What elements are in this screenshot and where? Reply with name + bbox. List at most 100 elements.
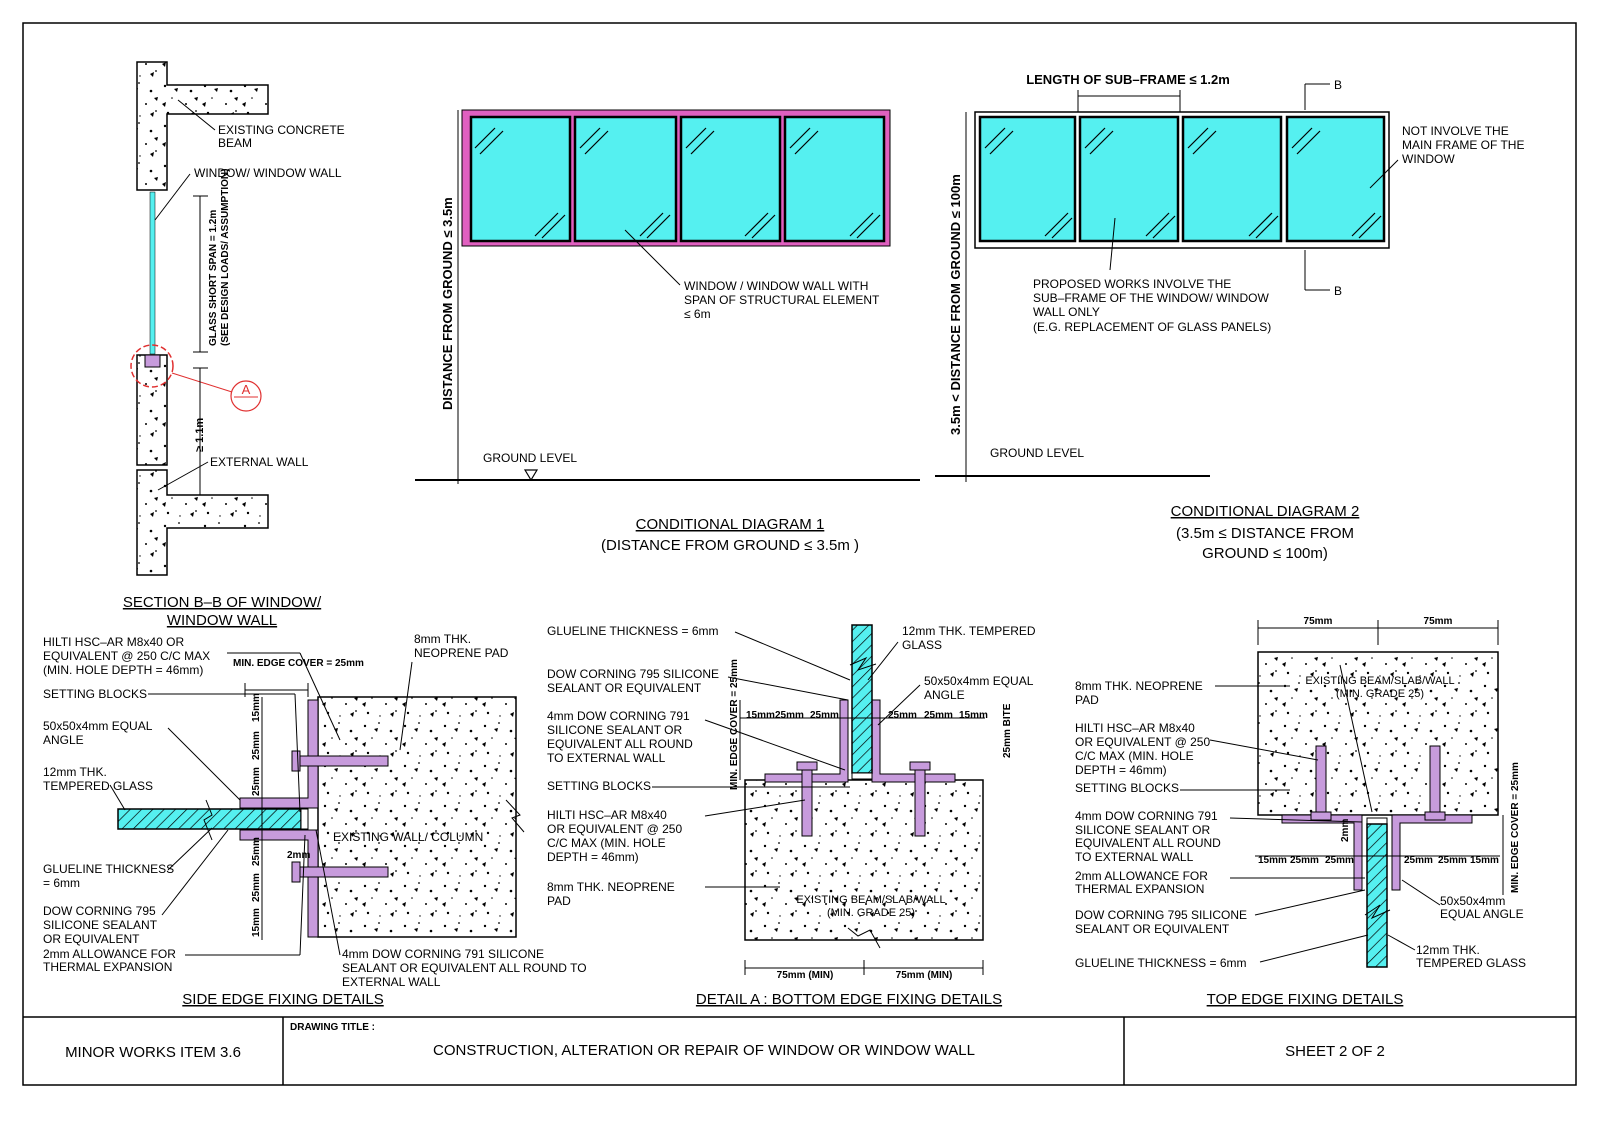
- bottom-dim-min-2: 75mm (MIN): [896, 970, 953, 981]
- side-glueline-label: GLUELINE THICKNESS: [43, 862, 174, 876]
- d2-section-mark-bottom: B: [1334, 284, 1342, 298]
- d2-proposed-label-3: WALL ONLY: [1033, 305, 1100, 319]
- bottom-neoprene-label-2: PAD: [547, 894, 571, 908]
- bottom-dow791-label-2: SILICONE SEALANT OR: [547, 723, 682, 737]
- bottom-angle-label-2: ANGLE: [924, 688, 965, 702]
- height-label: ≥ 1.1m: [194, 418, 206, 452]
- top-hilti-label-2: OR EQUIVALENT @ 250: [1075, 735, 1210, 749]
- top-beam-label: EXISTING BEAM/SLAB/WALL: [1305, 675, 1454, 687]
- side-glueline-label-2: = 6mm: [43, 876, 80, 890]
- side-allowance-label-2: THERMAL EXPANSION: [43, 960, 172, 974]
- top-dow795-label-2: SEALANT OR EQUIVALENT: [1075, 922, 1230, 936]
- top-glass-label: 12mm THK.: [1416, 943, 1480, 957]
- bottom-dow791-label-3: EQUIVALENT ALL ROUND: [547, 737, 693, 751]
- d2-proposed-label: PROPOSED WORKS INVOLVE THE: [1033, 277, 1231, 291]
- side-wall-label: EXISTING WALL/ COLUMN: [333, 830, 483, 844]
- side-setting-label: SETTING BLOCKS: [43, 687, 147, 701]
- d1-ground-label: GROUND LEVEL: [483, 451, 577, 465]
- bottom-edge-detail: GLUELINE THICKNESS = 6mm DOW CORNING 795…: [547, 624, 1036, 1008]
- top-edge-cover-label: MIN. EDGE COVER = 25mm: [1510, 762, 1521, 893]
- bottom-dim-left-3: 25mm: [810, 710, 839, 721]
- drawing-title: CONSTRUCTION, ALTERATION OR REPAIR OF WI…: [433, 1042, 975, 1059]
- bottom-glass-label: 12mm THK. TEMPERED: [902, 624, 1036, 638]
- bottom-dim-left-2: 25mm: [775, 710, 804, 721]
- bottom-hilti-label-4: DEPTH = 46mm): [547, 850, 639, 864]
- d2-subtitle: (3.5m ≤ DISTANCE FROM: [1176, 525, 1354, 542]
- side-dow791-label-2: SEALANT OR EQUIVALENT ALL ROUND TO: [342, 961, 587, 975]
- bottom-dow795-label-2: SEALANT OR EQUIVALENT: [547, 681, 702, 695]
- conditional-diagram-1: DISTANCE FROM GROUND ≤ 3.5m WINDOW / WIN…: [415, 109, 920, 554]
- top-dow791-label-2: SILICONE SEALANT OR: [1075, 823, 1210, 837]
- side-gap-label: 2mm: [287, 850, 310, 861]
- top-gap-label: 2mm: [1340, 819, 1351, 842]
- top-allowance-label-2: THERMAL EXPANSION: [1075, 882, 1204, 896]
- top-hilti-label-3: C/C MAX (MIN. HOLE: [1075, 749, 1194, 763]
- top-dow791-label: 4mm DOW CORNING 791: [1075, 809, 1218, 823]
- d2-proposed-label-2: SUB–FRAME OF THE WINDOW/ WINDOW: [1033, 291, 1269, 305]
- bottom-dim-min-1: 75mm (MIN): [777, 970, 834, 981]
- d2-main-frame-label-2: MAIN FRAME OF THE: [1402, 138, 1524, 152]
- side-edge-cover-label: MIN. EDGE COVER = 25mm: [233, 658, 364, 669]
- side-glass-label-2: TEMPERED GLASS: [43, 779, 153, 793]
- bottom-dow791-label: 4mm DOW CORNING 791: [547, 709, 690, 723]
- side-hilti-label: HILTI HSC–AR M8x40 OR: [43, 635, 184, 649]
- d2-subtitle-2: GROUND ≤ 100m): [1202, 545, 1328, 562]
- side-angle-label-2: ANGLE: [43, 733, 84, 747]
- d1-window-label-2: SPAN OF STRUCTURAL ELEMENT: [684, 293, 880, 307]
- bottom-dim-right-2: 25mm: [924, 710, 953, 721]
- side-dim-top-2: 25mm: [251, 731, 262, 760]
- sheet-border: [22, 22, 1577, 1086]
- detail-a-marker[interactable]: [130, 344, 174, 388]
- side-dim-bot-1: 25mm: [251, 837, 262, 866]
- side-hilti-label-2: EQUIVALENT @ 250 C/C MAX: [43, 649, 210, 663]
- top-beam-label-2: (MIN. GRADE 25): [1336, 688, 1424, 700]
- top-dim-left-1: 15mm: [1258, 855, 1287, 866]
- bottom-glass-label-2: GLASS: [902, 638, 942, 652]
- bottom-hilti-label-2: OR EQUIVALENT @ 250: [547, 822, 682, 836]
- d2-title: CONDITIONAL DIAGRAM 2: [1171, 503, 1360, 520]
- side-glass-label: 12mm THK.: [43, 765, 107, 779]
- d1-window-label-3: ≤ 6m: [684, 307, 711, 321]
- side-edge-detail: HILTI HSC–AR M8x40 OR EQUIVALENT @ 250 C…: [43, 632, 587, 1008]
- top-glass-label-2: TEMPERED GLASS: [1416, 956, 1526, 970]
- detail-a-callout[interactable]: [230, 380, 262, 412]
- top-dim-top-2: 75mm: [1424, 616, 1453, 627]
- top-dim-right-3: 15mm: [1470, 855, 1499, 866]
- side-neoprene-label: 8mm THK.: [414, 632, 471, 646]
- d2-main-frame-label: NOT INVOLVE THE: [1402, 124, 1509, 138]
- side-dow795-label-2: SILICONE SEALANT: [43, 918, 158, 932]
- bottom-dim-right-3: 15mm: [959, 710, 988, 721]
- title-block: MINOR WORKS ITEM 3.6 DRAWING TITLE : CON…: [23, 1016, 1576, 1085]
- span-label-2: (SEE DESIGN LOADS/ ASSUMPTION): [220, 169, 231, 346]
- d2-ground-label: GROUND LEVEL: [990, 446, 1084, 460]
- bottom-bite-label: 25mm BITE: [1002, 703, 1013, 758]
- top-dow791-label-4: TO EXTERNAL WALL: [1075, 850, 1194, 864]
- side-dow795-label: DOW CORNING 795: [43, 904, 156, 918]
- top-angle-label-2: EQUAL ANGLE: [1440, 907, 1524, 921]
- bottom-angle-label: 50x50x4mm EQUAL: [924, 674, 1034, 688]
- detail-a-callout-letter: A: [242, 382, 251, 397]
- sheet-label: SHEET 2 OF 2: [1285, 1043, 1385, 1060]
- side-dim-bot-2: 25mm: [251, 873, 262, 902]
- item-label: MINOR WORKS ITEM 3.6: [65, 1044, 241, 1061]
- top-angle-label: 50x50x4mm: [1440, 894, 1505, 908]
- conditional-diagram-2: LENGTH OF SUB–FRAME ≤ 1.2m B B NOT INVOL…: [935, 72, 1524, 562]
- top-neoprene-label-2: PAD: [1075, 693, 1099, 707]
- bottom-neoprene-label: 8mm THK. NEOPRENE: [547, 880, 675, 894]
- top-allowance-label: 2mm ALLOWANCE FOR: [1075, 869, 1208, 883]
- bottom-dim-left-1: 15mm: [746, 710, 775, 721]
- span-label: GLASS SHORT SPAN = 1.2m: [208, 210, 219, 346]
- bottom-hilti-label-3: C/C MAX (MIN. HOLE: [547, 836, 666, 850]
- top-dim-left-2: 25mm: [1290, 855, 1319, 866]
- bottom-beam-label-2: (MIN. GRADE 25): [827, 907, 915, 919]
- top-dim-right-2: 25mm: [1438, 855, 1467, 866]
- top-hilti-label: HILTI HSC–AR M8x40: [1075, 721, 1195, 735]
- d1-window-label: WINDOW / WINDOW WALL WITH: [684, 279, 868, 293]
- side-dow795-label-3: OR EQUIVALENT: [43, 932, 140, 946]
- side-angle-label: 50x50x4mm EQUAL: [43, 719, 153, 733]
- bottom-glueline-label: GLUELINE THICKNESS = 6mm: [547, 624, 719, 638]
- side-title: SIDE EDGE FIXING DETAILS: [182, 991, 383, 1008]
- top-dow791-label-3: EQUIVALENT ALL ROUND: [1075, 836, 1221, 850]
- bottom-dow795-label: DOW CORNING 795 SILICONE: [547, 667, 719, 681]
- beam-label: EXISTING CONCRETE: [218, 123, 345, 137]
